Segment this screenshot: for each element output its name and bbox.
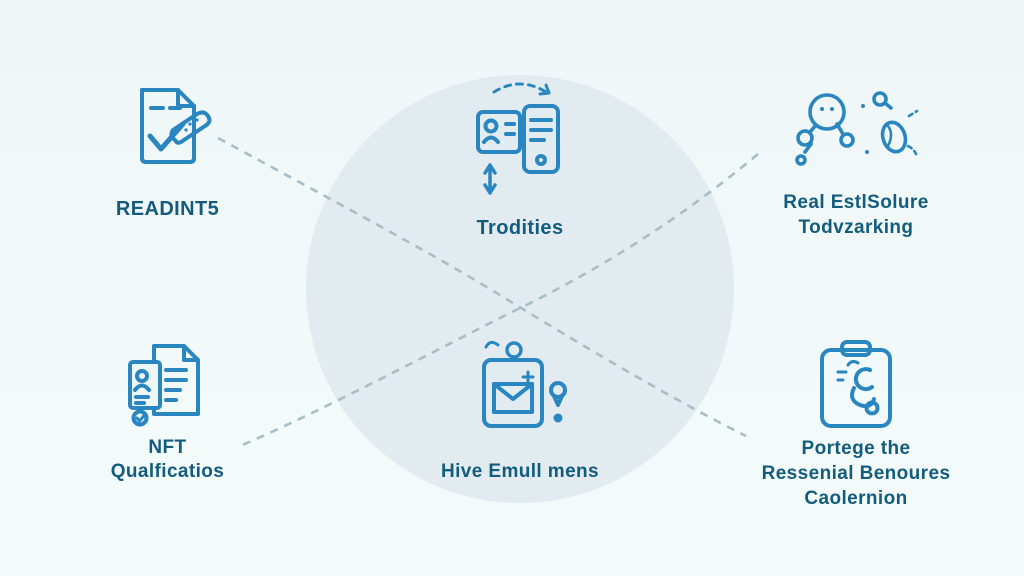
feature-label: Hive Emull mens (410, 459, 630, 484)
clipboard-report-icon (814, 336, 898, 432)
id-documents-icon (118, 340, 218, 432)
feature-label: READINT5 (55, 197, 280, 222)
mail-tag-icon (462, 338, 578, 442)
feature-label-line: READINT5 (115, 198, 220, 220)
feature-label-line: Portege the (801, 438, 911, 459)
center-circle (306, 75, 734, 503)
feature-label-line: Caolernion (804, 488, 908, 509)
feature-item-nft-qualficatios: NFT Qualficatios (55, 340, 280, 484)
feature-label: Portege the Ressenial Benoures Caolernio… (740, 436, 972, 511)
document-check-icon (118, 76, 218, 176)
connector-line-topleft-bottomright (217, 136, 747, 438)
feature-label-line: Hive Emull mens (440, 461, 600, 482)
feature-item-hive-emull: Hive Emull mens (410, 338, 630, 484)
feature-item-portege-benoures: Portege the Ressenial Benoures Caolernio… (740, 336, 972, 511)
feature-label-line: NFT (148, 437, 187, 458)
feature-item-real-estlsolure: Real EstlSolure Todvzarking (740, 82, 972, 240)
feature-label: NFT Qualficatios (55, 436, 280, 484)
feature-label: Real EstlSolure Todvzarking (740, 190, 972, 240)
feature-label-line: Qualficatios (110, 461, 225, 482)
feature-label-line: Trodities (476, 217, 564, 239)
feature-item-readint5: READINT5 (55, 76, 280, 222)
connector-line-topright-bottomleft (239, 153, 759, 448)
card-stack-icon (460, 78, 580, 206)
network-analysis-icon (791, 82, 921, 178)
feature-item-trodities: Trodities (410, 78, 630, 241)
feature-label-line: Ressenial Benoures (761, 463, 951, 484)
feature-label-line: Todvzarking (798, 217, 914, 238)
feature-label-line: Real EstlSolure (783, 192, 929, 213)
feature-label: Trodities (410, 216, 630, 241)
